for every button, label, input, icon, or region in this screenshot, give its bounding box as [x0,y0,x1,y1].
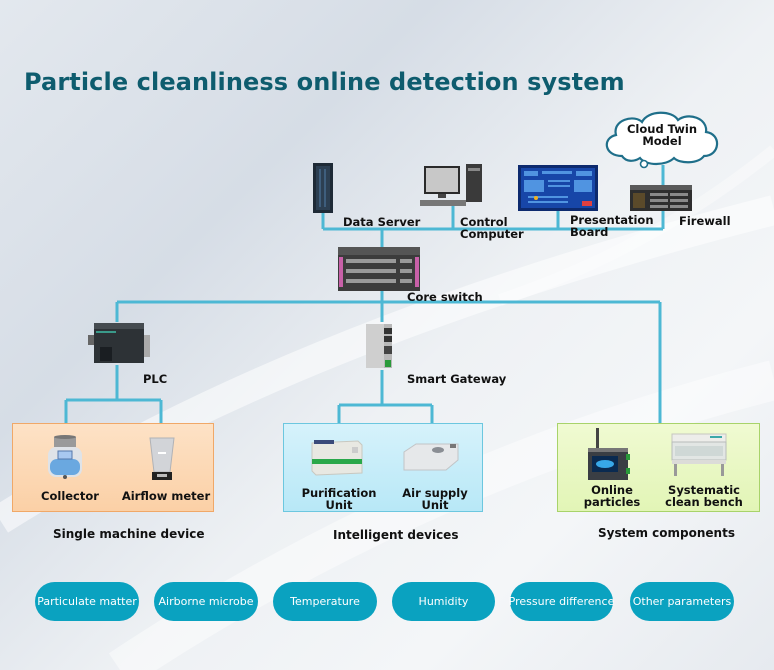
desktop-computer-icon [420,164,486,208]
airflow-meter-label: Airflow meter [121,489,211,503]
data-server-label: Data Server [343,215,421,229]
smart-gateway-label: Smart Gateway [407,372,507,386]
cloud-twin-model: Cloud Twin Model [600,108,724,172]
server-rack-icon [312,163,334,213]
intelligent-devices-caption: Intelligent devices [333,528,459,542]
core-switch-label: Core switch [407,290,483,304]
dashboard-screen-icon [518,165,598,211]
param-pressure-difference: Pressure difference [509,582,614,621]
control-computer-label: Control Computer [460,215,524,241]
particle-counter-icon [586,428,632,482]
purification-unit-icon [310,437,364,477]
param-other-parameters: Other parameters [630,582,734,621]
page-title: Particle cleanliness online detection sy… [24,68,625,96]
plc-label: PLC [143,372,168,386]
param-particulate-matter: Particulate matter [35,582,139,621]
purification-unit-label: Purification Unit [301,486,377,512]
param-airborne-microbe: Airborne microbe [154,582,258,621]
cloud-label-line2: Model [642,134,682,148]
network-switch-icon [338,247,420,291]
presentation-board-label: Presentation Board [570,213,654,239]
collector-label: Collector [41,489,99,503]
clean-bench-icon [670,432,728,478]
param-humidity: Humidity [392,582,495,621]
single-machine-device-box [12,423,214,512]
collector-icon [46,435,84,481]
param-temperature: Temperature [273,582,377,621]
cloud-icon [605,111,719,169]
online-particles-label: Online particles [583,483,641,509]
airflow-meter-icon [149,436,175,482]
cloud-label-line1: Cloud Twin [626,122,698,136]
air-supply-unit-label: Air supply Unit [402,486,468,512]
firewall-appliance-icon [630,185,692,211]
single-machine-caption: Single machine device [53,527,205,541]
clean-bench-label: Systematic clean bench [665,483,743,509]
system-components-caption: System components [598,526,735,540]
plc-module-icon [86,321,152,366]
firewall-label: Firewall [679,214,731,228]
air-supply-unit-icon [402,440,460,474]
gateway-device-icon [366,322,396,372]
